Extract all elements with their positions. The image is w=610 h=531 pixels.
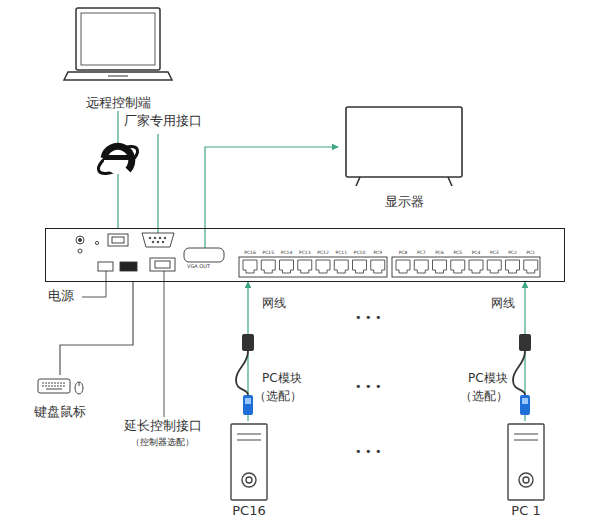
pc-module xyxy=(236,334,254,415)
callout-label: PC模块 xyxy=(468,372,508,386)
rj45-port xyxy=(414,260,428,273)
node-label: PC 1 xyxy=(499,504,553,519)
callout-label: 厂家专用接口 xyxy=(124,114,202,129)
port-number: PC3 xyxy=(490,250,499,255)
callout-label: 网线 xyxy=(491,297,515,311)
callout-label: （选配） xyxy=(254,390,302,404)
callout-label: PC模块 xyxy=(262,372,302,386)
rj45-port xyxy=(487,260,501,273)
port-number: PC2 xyxy=(508,250,517,255)
rj45-port xyxy=(396,260,410,273)
callout-label: （选配） xyxy=(460,390,508,404)
port-number: PC14 xyxy=(281,250,293,255)
rj45-port xyxy=(524,260,538,273)
port-number: PC7 xyxy=(417,250,426,255)
node-label: 远程控制端 xyxy=(58,96,178,111)
callout-label: • • • xyxy=(355,312,381,325)
leader-lines-dark xyxy=(82,271,164,417)
rj45-port xyxy=(506,260,520,273)
callout-label: （控制器选配） xyxy=(131,438,194,448)
port-number: PC13 xyxy=(299,250,311,255)
rj45-port xyxy=(334,260,348,273)
rj45-port xyxy=(451,260,465,273)
rj45-port xyxy=(353,260,367,273)
port-number: PC4 xyxy=(472,250,481,255)
port-number: PC15 xyxy=(262,250,274,255)
rj45-port xyxy=(280,260,294,273)
callout-label: 电源 xyxy=(48,289,74,304)
rj45-port xyxy=(298,260,312,273)
rj45-port xyxy=(433,260,447,273)
port-number: PC11 xyxy=(335,250,347,255)
rj45-port xyxy=(243,260,257,273)
browser-logo xyxy=(94,141,141,179)
monitor-node: 显示器 xyxy=(338,103,470,210)
pc-module xyxy=(513,334,531,415)
callout-label: 网线 xyxy=(262,297,286,311)
leader-lines xyxy=(158,134,205,249)
monitor-icon xyxy=(346,107,462,186)
keyboard-node: 键盘鼠标 xyxy=(26,375,94,420)
port-label: VGA OUT xyxy=(187,264,210,270)
node-label: 键盘鼠标 xyxy=(26,405,94,420)
pc-node: PC 1 xyxy=(499,421,553,519)
port-number: PC10 xyxy=(354,250,366,255)
port-number: PC6 xyxy=(435,250,444,255)
callout-label: • • • xyxy=(355,446,381,459)
laptop-icon xyxy=(64,8,172,80)
port-number: PC5 xyxy=(453,250,462,255)
node-label: 显示器 xyxy=(338,195,470,210)
port-number: PC8 xyxy=(399,250,408,255)
port-number: PC12 xyxy=(317,250,329,255)
device-ports xyxy=(76,233,540,277)
rj45-port xyxy=(469,260,483,273)
callout-label: • • • xyxy=(355,381,381,394)
port-number: PC16 xyxy=(244,250,256,255)
pc-tower xyxy=(508,424,544,500)
node-label: PC16 xyxy=(222,504,276,519)
rj45-port xyxy=(316,260,330,273)
port-number: PC9 xyxy=(373,250,382,255)
callout-label: 延长控制接口 xyxy=(124,419,202,434)
rj45-port xyxy=(261,260,275,273)
port-number: PC1 xyxy=(526,250,535,255)
laptop-node: 远程控制端 xyxy=(58,5,178,111)
network-ports xyxy=(243,260,538,273)
pc-tower xyxy=(231,424,267,500)
rj45-port xyxy=(371,260,385,273)
cable-connector xyxy=(205,147,338,228)
keyboard-mouse-icon xyxy=(38,379,83,394)
pc-node: PC16 xyxy=(222,421,276,519)
